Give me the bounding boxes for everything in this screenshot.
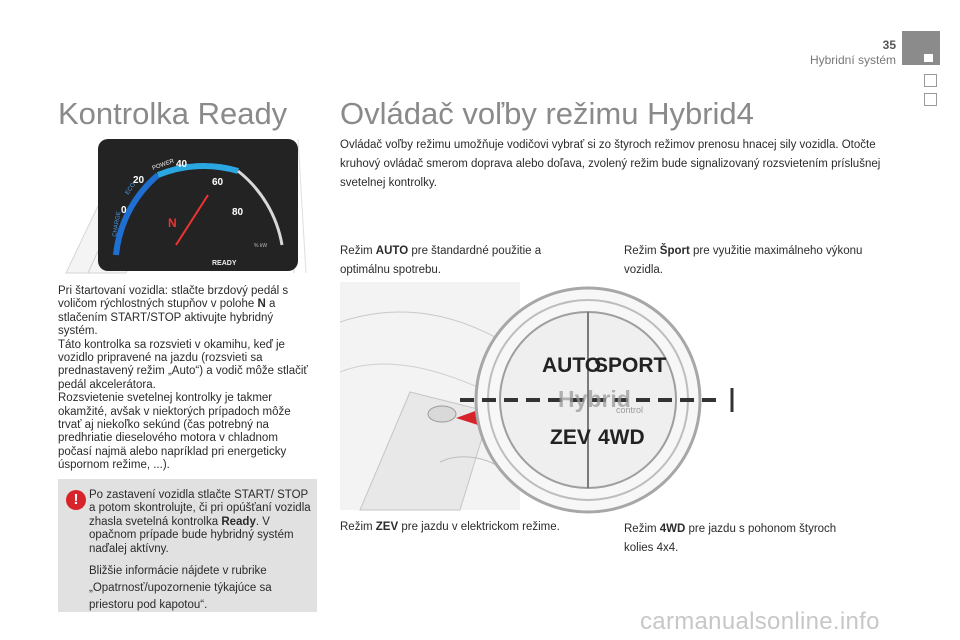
mode-auto-post: pre štandardné použitie a optimálnu spot… bbox=[340, 245, 542, 276]
section-title: Hybridní systém bbox=[809, 53, 896, 67]
mode-auto-description: Režim AUTO pre štandardné použitie a opt… bbox=[340, 242, 590, 280]
note-text-bold: Ready bbox=[221, 515, 256, 528]
dial-label-zev: ZEV bbox=[550, 426, 591, 449]
gauge-label-charge: CHARGE bbox=[112, 211, 122, 237]
gauge-tick-80: 80 bbox=[232, 207, 244, 218]
note-text: Po zastavení vozidla stlačte START/ STOP… bbox=[89, 489, 311, 556]
selector-knob bbox=[427, 405, 457, 423]
warning-note: ! Po zastavení vozidla stlačte START/ ST… bbox=[58, 479, 317, 612]
selector-title: Ovládač voľby režimu Hybrid4 bbox=[340, 96, 754, 131]
ready-description: Pri štartovaní vozidla: stlačte brzdový … bbox=[58, 285, 312, 473]
ready-text-4: Rozsvietenie svetelnej kontrolky je takm… bbox=[58, 392, 291, 472]
ready-text-1: Pri štartovaní vozidla: stlačte brzdový … bbox=[58, 285, 289, 311]
chapter-tab-marker bbox=[924, 74, 937, 87]
mode-auto-name: AUTO bbox=[375, 245, 409, 257]
dial-brand-sub: control bbox=[616, 405, 643, 415]
mode-4wd-description: Režim 4WD pre jazdu s pohonom štyroch ko… bbox=[624, 520, 864, 558]
gauge-needle bbox=[175, 194, 209, 246]
chapter-tab-marker bbox=[924, 93, 937, 106]
gauge-ready-label: READY bbox=[212, 260, 237, 267]
chapter-tab bbox=[902, 31, 940, 65]
page-number: 35 bbox=[882, 38, 896, 52]
mode-zev-description: Režim ZEV pre jazdu v elektrickom režime… bbox=[340, 518, 600, 537]
gauge-tick-20: 20 bbox=[133, 175, 145, 186]
watermark: carmanualsonline.info bbox=[640, 608, 880, 635]
mode-sport-post: pre využitie maximálneho výkonu vozidla. bbox=[624, 245, 863, 276]
ready-text-3: Táto kontrolka sa rozsvieti v okamihu, k… bbox=[58, 338, 308, 391]
warning-icon: ! bbox=[66, 490, 86, 510]
gauge-gear: N bbox=[168, 216, 177, 230]
gauge-power-arc bbox=[156, 162, 239, 178]
ready-title: Kontrolka Ready bbox=[58, 96, 288, 131]
gauge-tick-60: 60 bbox=[212, 177, 224, 188]
gauge-tick-40: 40 bbox=[176, 159, 188, 170]
dial-label-sport: SPORT bbox=[594, 354, 667, 377]
gauge-panel bbox=[98, 139, 298, 271]
note-text-2: . V opačnom prípade bude hybridný systém… bbox=[89, 515, 294, 555]
hybrid-dial-illustration: AUTO SPORT ZEV 4WD Hybrid control bbox=[340, 282, 734, 514]
mode-zev-pre: Režim bbox=[340, 521, 376, 533]
mode-sport-name: Šport bbox=[659, 245, 690, 257]
mode-zev-name: ZEV bbox=[375, 521, 399, 533]
gauge-outer-arc bbox=[237, 169, 284, 246]
note-text-1: Po zastavení vozidla stlačte START/ STOP… bbox=[89, 489, 311, 528]
ready-text-gear: N bbox=[257, 298, 266, 311]
mode-4wd-post: pre jazdu s pohonom štyroch kolies 4x4. bbox=[624, 523, 837, 554]
dial-brand: Hybrid bbox=[558, 386, 631, 412]
dial-label-4wd: 4WD bbox=[598, 426, 645, 449]
mode-sport-pre: Režim bbox=[624, 245, 660, 257]
mode-4wd-pre: Režim bbox=[624, 523, 660, 535]
mode-sport-description: Režim Šport pre využitie maximálneho výk… bbox=[624, 242, 884, 280]
gauge-unit: % kW bbox=[254, 243, 267, 249]
ready-text-2: a stlačením START/STOP aktivujte hybridn… bbox=[58, 298, 276, 338]
ready-gauge-illustration: CHARGE ECO POWER 0 20 40 60 80 N % kW RE… bbox=[65, 138, 307, 274]
mode-zev-post: pre jazdu v elektrickom režime. bbox=[398, 521, 560, 533]
dial-label-auto: AUTO bbox=[542, 354, 601, 377]
selector-intro: Ovládač voľby režimu umožňuje vodičovi v… bbox=[340, 139, 881, 189]
mode-auto-pre: Režim bbox=[340, 245, 376, 257]
gauge-tick-0: 0 bbox=[121, 205, 127, 216]
mode-4wd-name: 4WD bbox=[659, 523, 686, 535]
note-reference: Bližšie informácie nájdete v rubrike „Op… bbox=[89, 565, 272, 611]
gauge-charge-arc bbox=[113, 172, 160, 256]
